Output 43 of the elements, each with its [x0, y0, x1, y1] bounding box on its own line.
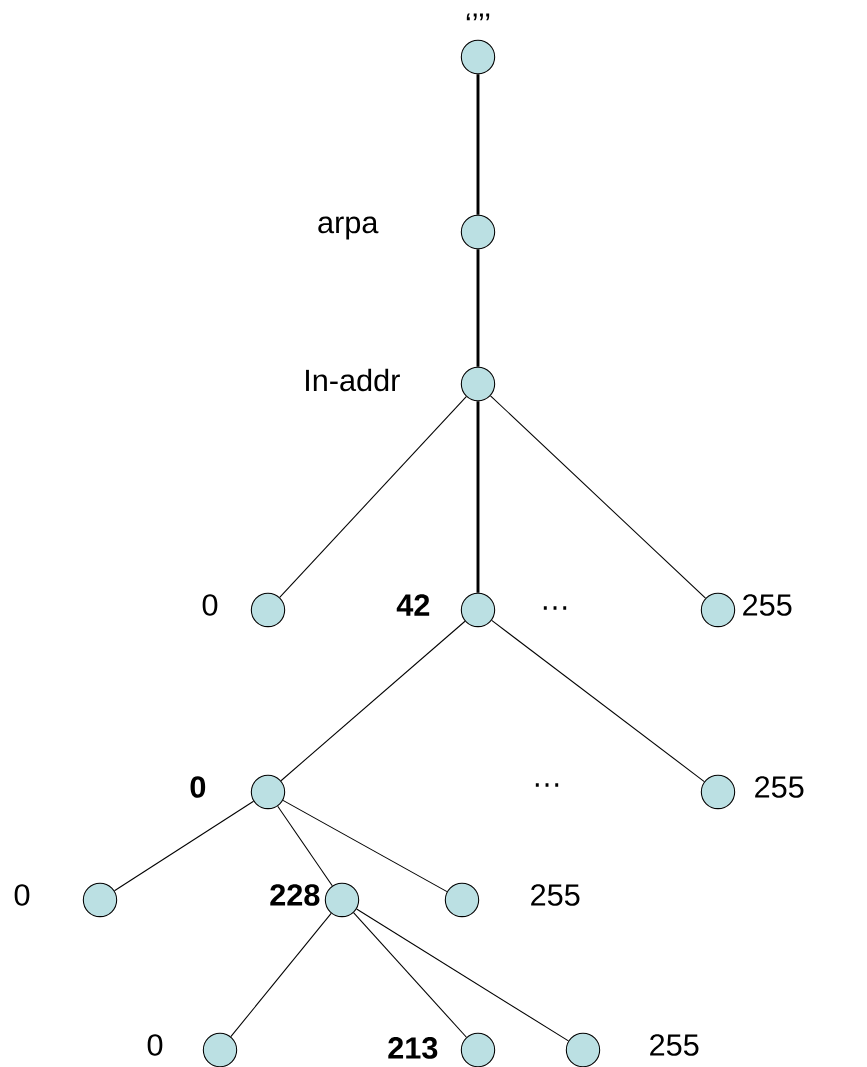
tree-node — [565, 1032, 601, 1067]
node-label: 228 — [270, 884, 320, 906]
tree-node — [460, 1032, 496, 1067]
tree-node — [250, 592, 286, 628]
node-label: 0 — [14, 884, 30, 906]
tree-node — [700, 592, 736, 628]
tree-edge — [491, 619, 705, 783]
tree-node — [460, 39, 496, 75]
tree-edge — [490, 395, 706, 599]
node-label: 42 — [396, 594, 430, 616]
node-label: 0 — [202, 594, 218, 616]
tree-edge — [230, 912, 332, 1038]
node-label: 255 — [755, 776, 804, 798]
ellipsis: … — [535, 783, 559, 787]
node-label: ‘’’’ — [466, 13, 490, 21]
tree-edge — [476, 249, 480, 367]
node-label: 0 — [147, 1034, 163, 1056]
node-label: In-addr — [306, 368, 400, 392]
node-label: 255 — [650, 1034, 699, 1056]
tree-node — [444, 882, 480, 918]
ellipsis: … — [543, 606, 567, 610]
tree-node — [324, 882, 360, 918]
tree-node — [250, 774, 286, 810]
node-label: 213 — [388, 1037, 438, 1059]
tree-node — [82, 882, 118, 918]
node-label: 255 — [531, 884, 580, 906]
tree-edge — [280, 620, 466, 782]
node-label: 255 — [743, 594, 792, 616]
tree-edge — [279, 396, 467, 598]
tree-edge — [353, 912, 467, 1038]
tree-edge — [277, 805, 333, 887]
tree-edge — [476, 401, 480, 593]
tree-node — [460, 214, 496, 250]
tree-edge — [282, 799, 448, 893]
tree-node — [460, 592, 496, 628]
tree-edge — [356, 908, 569, 1042]
tree-node — [202, 1032, 238, 1067]
tree-edge — [113, 800, 255, 892]
tree-node — [700, 774, 736, 810]
node-label: arpa — [318, 216, 379, 240]
tree-node — [460, 366, 496, 402]
tree-edge — [476, 74, 480, 215]
node-label: 0 — [190, 776, 206, 798]
